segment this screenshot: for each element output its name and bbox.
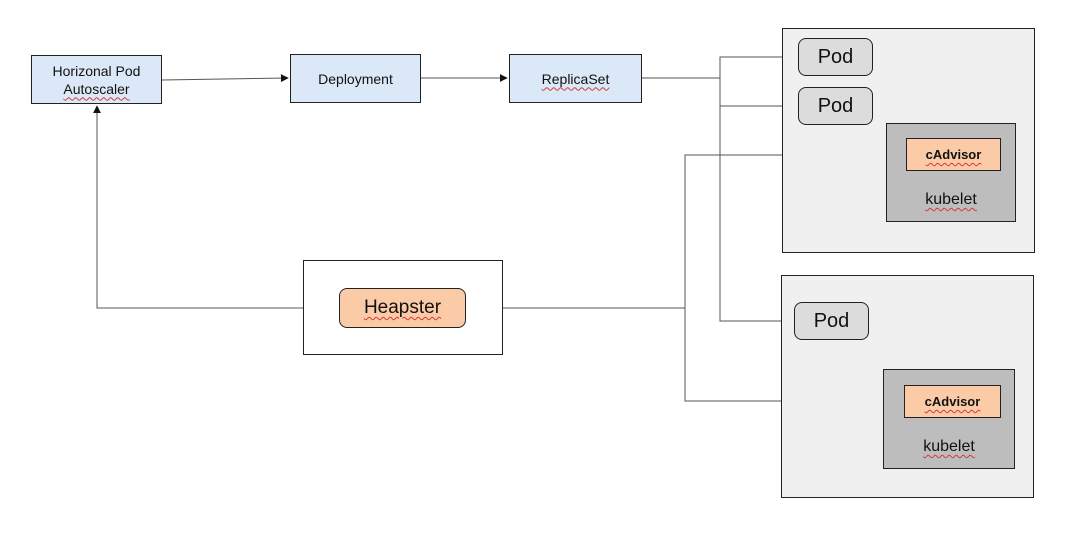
node-2-kubelet: kubelet: [883, 369, 1015, 469]
node-2-cadvisor: cAdvisor: [904, 385, 1001, 418]
arrow-replicaset-to-pod-3: [719, 106, 794, 325]
arrow-replicaset-to-pod-1: [642, 53, 797, 79]
heapster-box: Heapster: [339, 288, 466, 328]
replicaset-box: ReplicaSet: [509, 54, 642, 103]
deployment-box: Deployment: [290, 54, 421, 103]
arrow-hpa-to-deployment: [161, 74, 289, 83]
pod-label: Pod: [817, 45, 854, 68]
pod-label: Pod: [817, 94, 854, 117]
hpa-box: Horizonal Pod Autoscaler: [31, 55, 162, 104]
replicaset-label: ReplicaSet: [541, 70, 610, 87]
kubelet-label: kubelet: [925, 191, 977, 208]
arrow-heapster-to-hpa: [93, 105, 339, 309]
heapster-label: Heapster: [363, 297, 442, 318]
hpa-label-line2: Autoscaler: [63, 80, 130, 97]
kubelet-label: kubelet: [923, 438, 975, 455]
cadvisor-label: cAdvisor: [925, 147, 982, 162]
hpa-label-line1: Horizonal Pod: [52, 62, 141, 79]
deployment-label: Deployment: [318, 70, 393, 87]
node-2-pod-1: Pod: [794, 302, 869, 340]
node-1-pod-1: Pod: [798, 38, 873, 76]
node-1-cadvisor: cAdvisor: [906, 138, 1001, 171]
node-1-pod-2: Pod: [798, 87, 873, 125]
pod-label: Pod: [813, 309, 850, 332]
cadvisor-label: cAdvisor: [924, 394, 981, 409]
